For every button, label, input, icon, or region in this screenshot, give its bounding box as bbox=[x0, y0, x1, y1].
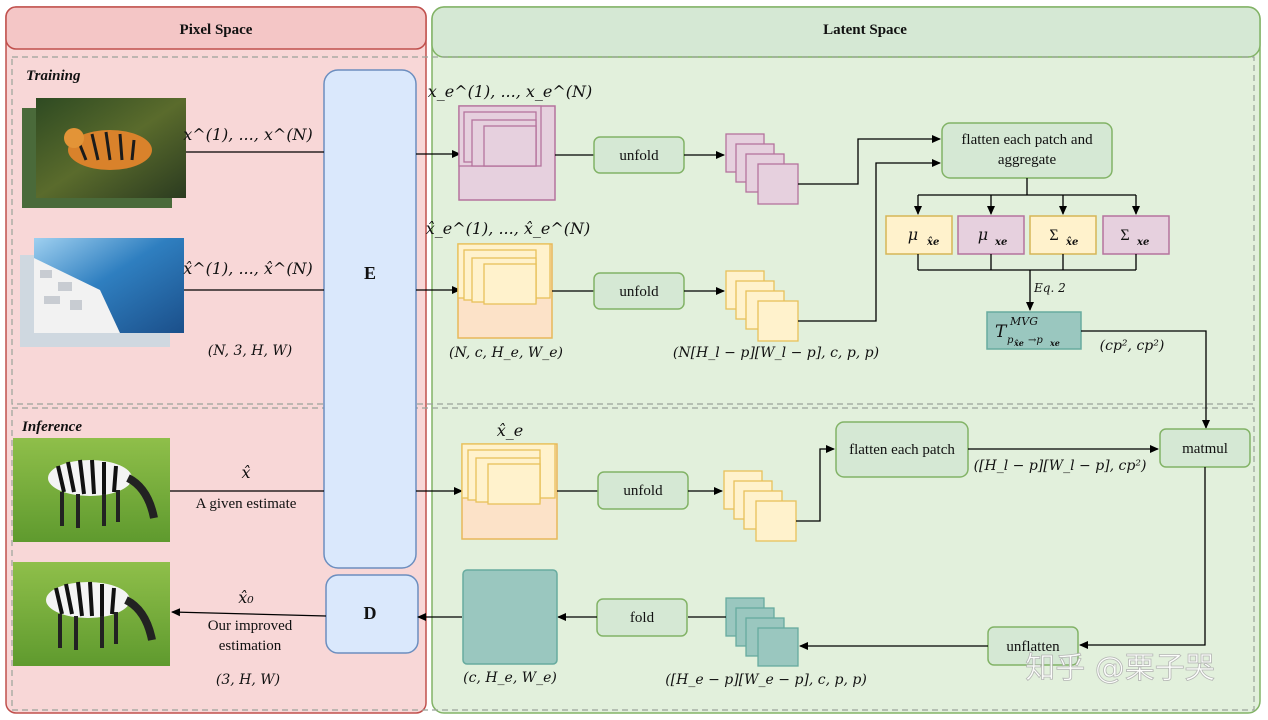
sigma-sub: xe bbox=[1136, 237, 1149, 248]
arrow-patches-to-flatten bbox=[796, 445, 835, 522]
patches-yellow bbox=[725, 270, 799, 342]
shape-latent-out: (c, H_e, W_e) bbox=[463, 670, 557, 686]
shape-flat-infer: ([H_l − p][W_l − p], cp²) bbox=[974, 458, 1147, 474]
flatten-aggregate-text-1: flatten each patch and bbox=[961, 132, 1093, 148]
sigma-hat-symbol: Σ bbox=[1049, 227, 1058, 244]
flatten-each-patch-text: flatten each patch bbox=[849, 442, 955, 458]
mu-hat-box: μ x̂e bbox=[885, 215, 953, 255]
x-train-label: x^(1), ..., x^(N) bbox=[183, 125, 313, 144]
inference-label: Inference bbox=[21, 419, 82, 435]
shape-pixel-train: (N, 3, H, W) bbox=[208, 343, 293, 359]
eq2-label: Eq. 2 bbox=[1033, 281, 1066, 295]
shape-pixel-out: (3, H, W) bbox=[216, 672, 280, 688]
arrow-matmul-to-unflatten bbox=[1079, 467, 1206, 649]
unfold-label-train-2: unfold bbox=[619, 284, 659, 300]
improved-label-2: estimation bbox=[219, 638, 282, 654]
zebra-input-image bbox=[13, 438, 170, 542]
flatten-aggregate-text-2: aggregate bbox=[998, 152, 1057, 168]
given-estimate-label: A given estimate bbox=[196, 496, 297, 512]
transport-sup: MVG bbox=[1009, 315, 1038, 328]
sigma-hat-sub: x̂e bbox=[1065, 237, 1078, 248]
latent-space-title: Latent Space bbox=[823, 22, 907, 38]
xhat-train-label: x̂^(1), ..., x̂^(N) bbox=[183, 259, 313, 278]
transport-sub-p: p bbox=[1007, 335, 1014, 346]
sigma-symbol: Σ bbox=[1120, 227, 1129, 244]
latent-output-block bbox=[462, 569, 558, 665]
shape-latent-train: (N, c, H_e, W_e) bbox=[449, 345, 563, 361]
xe-latent-stack bbox=[458, 105, 556, 201]
xhat-e-latent-stack bbox=[457, 243, 553, 339]
mu-sub: xe bbox=[994, 237, 1007, 248]
matmul-text: matmul bbox=[1182, 441, 1228, 457]
shape-patches-fold: ([H_e − p][W_e − p], c, p, p) bbox=[665, 672, 867, 688]
latent-space-region: Latent Space bbox=[431, 6, 1261, 714]
xhat-e-infer-stack bbox=[461, 443, 558, 540]
sigma-hat-box: Σ x̂e bbox=[1029, 215, 1097, 255]
watermark: 知乎 @栗子哭 bbox=[1025, 651, 1215, 686]
transport-sub-a: x̂e bbox=[1013, 338, 1024, 348]
pixel-space-title: Pixel Space bbox=[180, 22, 253, 38]
zebra-output-image bbox=[13, 562, 170, 666]
arrow-transport-to-matmul bbox=[1081, 330, 1210, 429]
transport-symbol: T bbox=[995, 322, 1008, 342]
arrow-yellow-to-aggregate bbox=[798, 159, 941, 322]
mu-box: μ xe bbox=[957, 215, 1025, 255]
unfold-label-train-1: unfold bbox=[619, 148, 659, 164]
transport-sub-b: xe bbox=[1049, 338, 1060, 348]
unfold-label-infer: unfold bbox=[623, 483, 663, 499]
inference-section bbox=[11, 407, 1255, 711]
training-label: Training bbox=[26, 68, 81, 84]
encoder-label: E bbox=[364, 263, 376, 283]
xe-train-label: x_e^(1), ..., x_e^(N) bbox=[428, 82, 593, 101]
mu-hat-symbol: μ bbox=[908, 225, 918, 244]
mu-hat-sub: x̂e bbox=[926, 237, 939, 248]
improved-label-1: Our improved bbox=[208, 618, 293, 634]
training-section bbox=[11, 56, 1255, 405]
xhat0-label: x̂₀ bbox=[238, 588, 254, 607]
shape-patches-train: (N[H_l − p][W_l − p], c, p, p) bbox=[673, 345, 879, 361]
santorini-image bbox=[20, 238, 184, 347]
patches-purple bbox=[725, 133, 799, 205]
xhat-infer-label: x̂ bbox=[241, 463, 250, 482]
xhat-e-train-label: x̂_e^(1), ..., x̂_e^(N) bbox=[426, 219, 591, 238]
arrow-decoder-to-output bbox=[171, 608, 327, 617]
patches-yellow-infer bbox=[723, 470, 797, 542]
transport-sub-mid: →p bbox=[1028, 335, 1043, 346]
mu-symbol: μ bbox=[978, 225, 988, 244]
transport-shape: (cp², cp²) bbox=[1100, 338, 1165, 354]
patches-teal bbox=[725, 597, 799, 667]
arrow-purple-to-aggregate bbox=[798, 135, 941, 185]
fold-text: fold bbox=[630, 610, 655, 626]
sigma-box: Σ xe bbox=[1102, 215, 1170, 255]
decoder-label: D bbox=[364, 603, 377, 623]
xhat-e-infer-label: x̂_e bbox=[497, 421, 524, 440]
tiger-image bbox=[22, 98, 186, 208]
unflatten-text: unflatten bbox=[1006, 639, 1060, 655]
encoder-block bbox=[323, 69, 417, 569]
transport-map-box: T MVG p x̂e →p xe bbox=[986, 311, 1082, 350]
